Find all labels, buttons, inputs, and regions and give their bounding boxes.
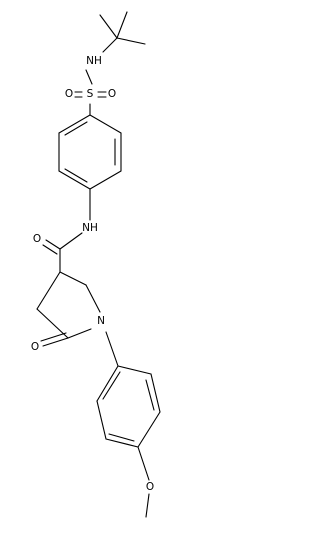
double-bond xyxy=(42,337,69,347)
benzene-ring-upper xyxy=(58,114,122,190)
bond xyxy=(96,365,119,402)
inner-double-bond xyxy=(64,168,88,183)
bond xyxy=(117,365,152,375)
bond xyxy=(85,284,101,313)
bond xyxy=(85,69,93,85)
methoxy-oxygen-label: O xyxy=(146,481,154,493)
pyrrolidinone-ring xyxy=(36,271,101,347)
sulfonamide-group xyxy=(74,69,107,116)
sulfonyl-oxygen-left-label: O xyxy=(65,88,73,100)
methoxyphenyl-ring xyxy=(96,331,161,448)
bond xyxy=(36,271,61,310)
inner-double-bond xyxy=(64,121,88,136)
bond xyxy=(59,271,87,286)
inner-double-bond xyxy=(145,379,155,411)
inner-double-bond xyxy=(108,433,135,442)
bond xyxy=(137,411,161,448)
inner-double-bond xyxy=(102,371,121,400)
bond xyxy=(89,114,122,134)
double-bond xyxy=(40,332,67,342)
nh-sulfonamide-label: NH xyxy=(86,55,102,67)
bond xyxy=(145,493,150,518)
chemical-structure: NH S O O NH O N O O xyxy=(31,11,161,518)
bond xyxy=(96,400,107,440)
methoxy-group xyxy=(137,446,150,518)
bond xyxy=(137,446,150,481)
amide-oxygen-label: O xyxy=(33,233,41,245)
double-bond xyxy=(42,244,58,255)
bond xyxy=(105,438,139,448)
nh-amide-label: NH xyxy=(82,222,98,234)
amide-group xyxy=(42,188,91,273)
bond xyxy=(116,37,146,45)
bond xyxy=(67,328,92,339)
ring-nitrogen-label: N xyxy=(97,315,105,327)
sulfonyl-oxygen-right-label: O xyxy=(108,88,116,100)
bond xyxy=(58,114,91,134)
tert-butyl-group xyxy=(99,11,146,53)
lactam-oxygen-label: O xyxy=(31,341,39,353)
bond xyxy=(89,170,122,190)
bond xyxy=(58,170,91,190)
bond xyxy=(99,14,118,39)
bond xyxy=(102,37,118,53)
bond xyxy=(105,331,119,367)
bond xyxy=(116,11,128,39)
double-bond xyxy=(45,239,61,250)
bond xyxy=(59,232,83,250)
bond xyxy=(36,308,69,339)
sulfur-label: S xyxy=(87,88,94,100)
bond xyxy=(150,373,161,413)
